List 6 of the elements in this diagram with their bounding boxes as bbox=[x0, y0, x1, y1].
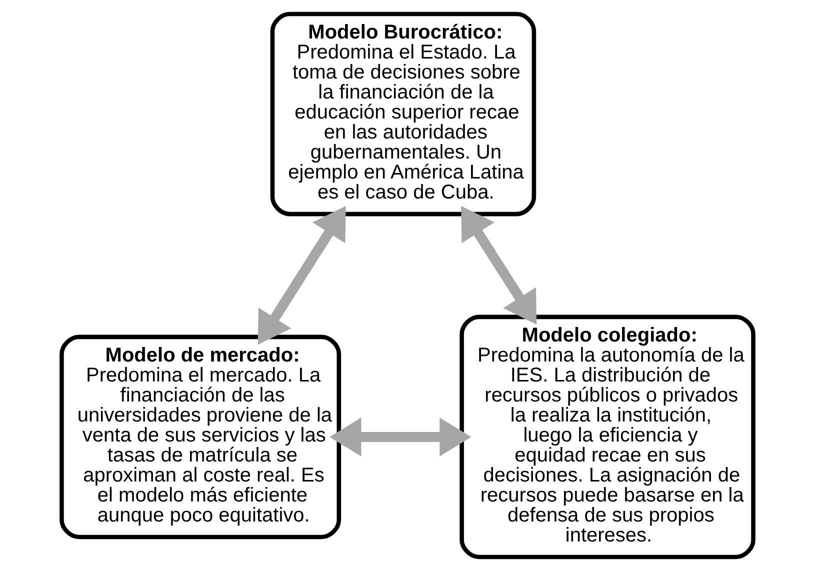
arrow bbox=[257, 206, 346, 345]
node-box: Modelo Burocrático: Predomina el Estado. La toma de decisiones sobre la financiación de la educación superior recae en las autoridades gubernamentales. Un ejemplo en América Latina es el caso de Cuba. bbox=[270, 12, 536, 216]
node-box: Modelo de mercado: Predomina el mercado. La financiación de las universidades proviene de la venta de sus servicios y las tasas de matrícula se aproximan al coste real. Es el modelo más eficiente aunque poco equitativo. bbox=[59, 334, 341, 540]
node-box: Modelo colegiado: Predomina la autonomía de la IES. La distribución de recursos públicos o privados la realiza la institución, luego la eficiencia y equidad recae en sus decisiones. La asignación de recursos puede basarse en la defensa de sus propios intereses. bbox=[459, 314, 755, 560]
arrow bbox=[460, 206, 536, 324]
arrow bbox=[329, 418, 471, 456]
